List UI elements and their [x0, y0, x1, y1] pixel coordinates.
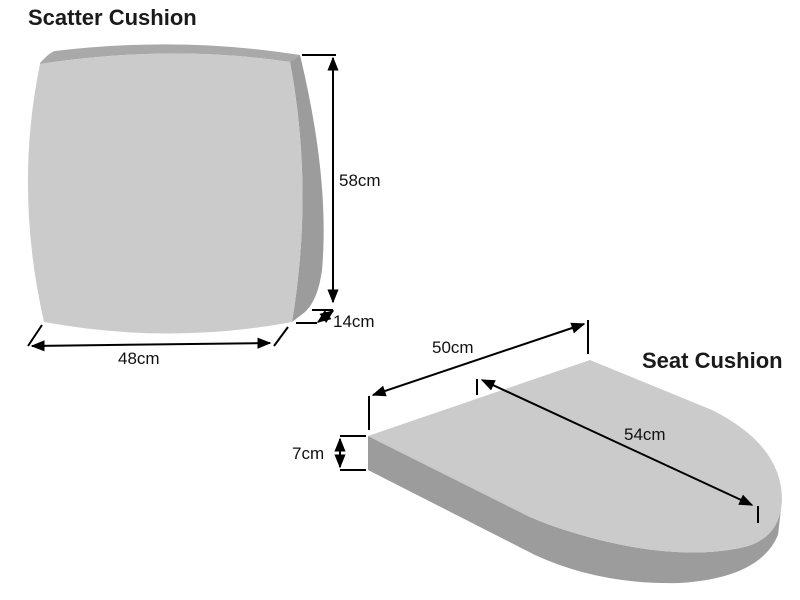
scatter-height-label: 58cm — [339, 171, 381, 190]
seat-cushion-figure — [368, 360, 782, 584]
seat-thickness-label: 7cm — [292, 444, 324, 463]
scatter-cushion-figure — [27, 44, 324, 334]
scatter-height-dimension — [302, 54, 339, 304]
seat-cushion-top-face — [368, 360, 782, 553]
scatter-width-dimension — [27, 324, 289, 352]
seat-thickness-dimension — [334, 435, 366, 471]
scatter-depth-dimension — [296, 309, 335, 324]
scatter-cushion-title: Scatter Cushion — [28, 5, 197, 30]
scatter-cushion-side-face — [290, 55, 324, 322]
seat-depth-dimension — [476, 379, 759, 523]
scatter-depth-label: 14cm — [333, 312, 375, 331]
seat-cushion-side-face — [368, 436, 782, 584]
scatter-cushion-top-edge — [40, 44, 300, 64]
seat-cushion-title: Seat Cushion — [642, 348, 783, 373]
scatter-width-label: 48cm — [118, 349, 160, 368]
seat-width-dimension — [368, 320, 589, 430]
seat-width-label: 50cm — [432, 338, 474, 357]
scatter-cushion-front-face — [27, 53, 303, 334]
seat-depth-label: 54cm — [624, 425, 666, 444]
